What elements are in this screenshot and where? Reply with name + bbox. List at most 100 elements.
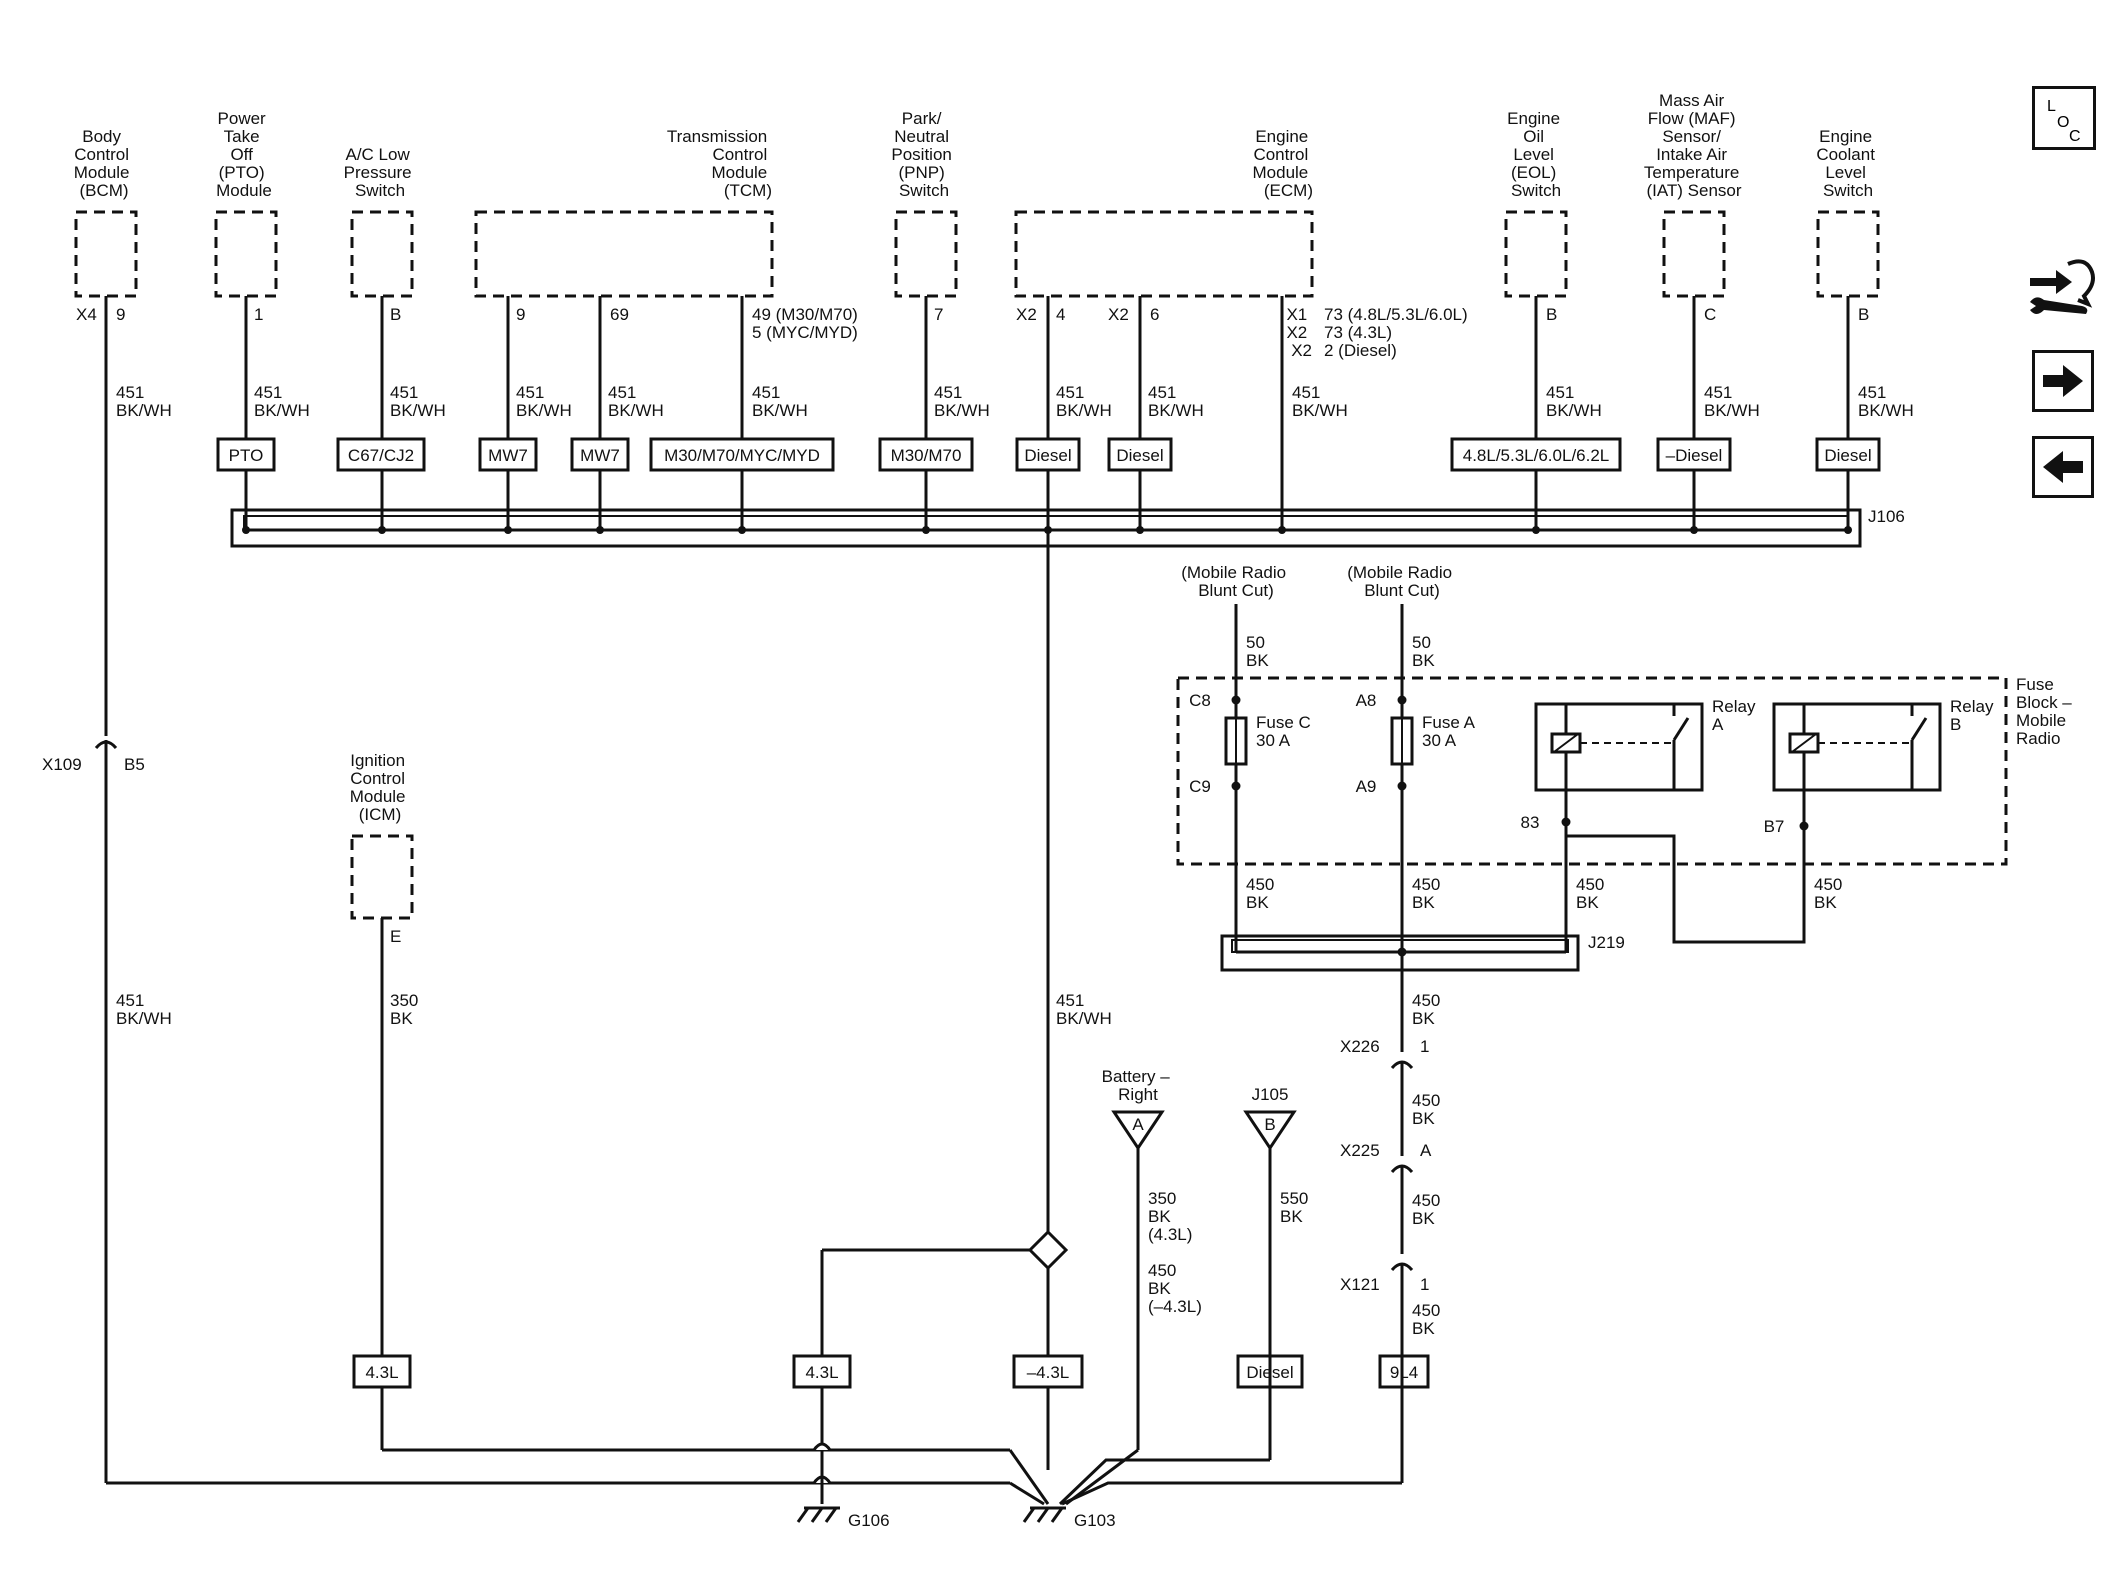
ecm-pin-6: 6 — [1150, 305, 1159, 324]
icm-label: Ignition Control Module (ICM) — [350, 751, 411, 824]
tcm-pin-9: 9 — [516, 305, 525, 324]
svg-text:Fuse A: Fuse A — [1422, 713, 1476, 732]
svg-text:BK: BK — [1412, 1319, 1435, 1338]
bcm-connector: X4 — [76, 305, 97, 324]
svg-text:Diesel: Diesel — [1024, 446, 1071, 465]
svg-text:350: 350 — [1148, 1189, 1176, 1208]
svg-text:BK: BK — [1412, 893, 1435, 912]
svg-text:BK/WH: BK/WH — [1858, 401, 1914, 420]
ground-g106: G106 — [796, 1506, 890, 1530]
arrow-right-icon — [2043, 365, 2083, 397]
svg-text:4.3L: 4.3L — [805, 1363, 838, 1382]
svg-text:BK: BK — [1576, 893, 1599, 912]
svg-text:BK: BK — [1412, 1209, 1435, 1228]
relay-b-output: B7 — [1764, 790, 1809, 836]
svg-text:BK: BK — [1412, 651, 1435, 670]
wrench-arrows-icon[interactable] — [2026, 256, 2098, 322]
svg-text:BK/WH: BK/WH — [608, 401, 664, 420]
svg-text:J219: J219 — [1588, 933, 1625, 952]
location-button[interactable]: L O C — [2032, 86, 2096, 150]
svg-text:C67/CJ2: C67/CJ2 — [348, 446, 414, 465]
bcm-pin: 9 — [116, 305, 125, 324]
ecm-pin-73: 73 (4.8L/5.3L/6.0L) 73 (4.3L) 2 (Diesel) — [1324, 305, 1472, 360]
pto-box — [214, 210, 278, 298]
mobile-radio-label-c: (Mobile Radio Blunt Cut) — [1181, 563, 1291, 600]
svg-text:C: C — [2069, 128, 2081, 145]
fuse-a: A8 A9 Fuse A 30 A — [1356, 691, 1476, 796]
tcm-label: Transmission Control Module (TCM) — [667, 127, 772, 200]
svg-text:451: 451 — [752, 383, 780, 402]
svg-text:BK/WH: BK/WH — [934, 401, 990, 420]
svg-text:M30/M70: M30/M70 — [891, 446, 962, 465]
eol-box — [1504, 210, 1568, 298]
svg-text:BK: BK — [1148, 1279, 1171, 1298]
svg-text:G103: G103 — [1074, 1511, 1116, 1530]
wire-ground-left — [1008, 1449, 1050, 1505]
svg-text:BK/WH: BK/WH — [254, 401, 310, 420]
svg-text:83: 83 — [1521, 813, 1540, 832]
ecm-pin-4: 4 — [1056, 305, 1065, 324]
battery-label: Battery – Right — [1102, 1067, 1175, 1104]
svg-text:451: 451 — [1056, 383, 1084, 402]
svg-text:350: 350 — [390, 991, 418, 1010]
relay-b: Relay B — [1772, 697, 1994, 792]
eol-label: Engine Oil Level (EOL) Switch — [1507, 109, 1565, 200]
crossover-hop-1 — [812, 1442, 832, 1451]
tcm-pin-49: 49 (M30/M70) 5 (MYC/MYD) — [752, 305, 863, 342]
svg-text:450: 450 — [1814, 875, 1842, 894]
svg-text:A: A — [1132, 1115, 1144, 1134]
tcm-box — [474, 210, 774, 298]
svg-text:Diesel: Diesel — [1116, 446, 1163, 465]
svg-text:MW7: MW7 — [488, 446, 528, 465]
option-box-ecm-1: Diesel — [1015, 437, 1081, 472]
svg-text:B: B — [1950, 715, 1961, 734]
connector-x121: X121 1 — [1340, 1254, 1429, 1294]
fuse-c: C8 C9 Fuse C 30 A — [1189, 691, 1311, 796]
ac-switch-box — [350, 210, 414, 298]
splice-dots-j106 — [242, 526, 1852, 534]
svg-text:450: 450 — [1576, 875, 1604, 894]
svg-text:451: 451 — [1056, 991, 1084, 1010]
back-button[interactable] — [2032, 436, 2094, 498]
maf-pin: C — [1704, 305, 1716, 324]
svg-text:–4.3L: –4.3L — [1027, 1363, 1070, 1382]
svg-text:B: B — [1264, 1115, 1275, 1134]
splice-j106: J106 — [230, 507, 1905, 548]
forward-button[interactable] — [2032, 350, 2094, 412]
wire-ground-left-2 — [1009, 1481, 1045, 1506]
option-box-pnp: M30/M70 — [878, 437, 974, 472]
maf-label: Mass Air Flow (MAF) Sensor/ Intake Air T… — [1644, 91, 1744, 200]
battery-terminal: A — [1111, 1110, 1165, 1151]
ecl-pin: B — [1858, 305, 1869, 324]
wire-ground-j105 — [1058, 1458, 1270, 1506]
svg-text:BK/WH: BK/WH — [752, 401, 808, 420]
svg-text:450: 450 — [1148, 1261, 1176, 1280]
svg-text:BK/WH: BK/WH — [1148, 401, 1204, 420]
svg-text:450: 450 — [1412, 1301, 1440, 1320]
svg-text:451: 451 — [608, 383, 636, 402]
svg-text:MW7: MW7 — [580, 446, 620, 465]
option-box-not43: –4.3L — [1012, 1354, 1084, 1389]
svg-text:450: 450 — [1412, 1191, 1440, 1210]
svg-text:451: 451 — [1292, 383, 1320, 402]
svg-text:30 A: 30 A — [1256, 731, 1291, 750]
svg-text:50: 50 — [1246, 633, 1265, 652]
location-icon: L O C — [2047, 98, 2081, 145]
svg-text:A8: A8 — [1356, 691, 1377, 710]
svg-text:451: 451 — [390, 383, 418, 402]
pnp-pin: 7 — [934, 305, 943, 324]
svg-text:450: 450 — [1412, 1091, 1440, 1110]
svg-text:BK: BK — [1246, 651, 1269, 670]
